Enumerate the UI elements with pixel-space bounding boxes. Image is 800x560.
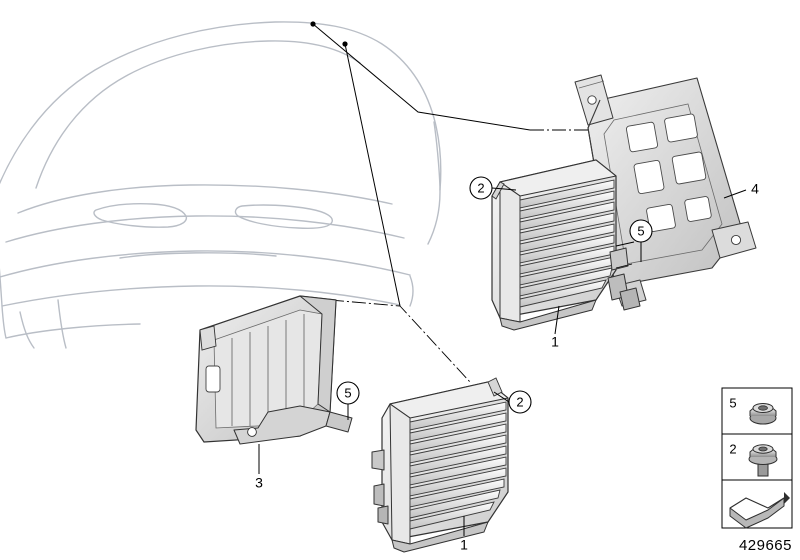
mounting-bracket-lower <box>195 295 353 445</box>
callout-5-lower-label: 5 <box>344 385 351 400</box>
callout-3[interactable]: 3 <box>255 475 263 491</box>
hex-bolt-icon <box>748 444 778 477</box>
battery-charger-module-upper <box>491 159 641 331</box>
mounting-bracket-upper <box>574 74 757 307</box>
legend-row-5-label: 5 <box>729 395 736 410</box>
diagram-part-number: 429665 <box>739 537 792 554</box>
callout-4-label: 4 <box>751 181 759 197</box>
bracket-clip-icon <box>729 492 790 529</box>
callout-1-upper[interactable]: 1 <box>551 334 559 350</box>
callout-5-upper-label: 5 <box>637 223 644 238</box>
axis-line-lower <box>329 299 471 383</box>
hex-nut-icon <box>749 403 777 425</box>
callout-2-lower-label: 2 <box>516 394 523 409</box>
battery-charger-module-lower <box>371 377 509 553</box>
bracket-module-connectors-upper <box>615 241 635 269</box>
hardware-legend-box: 5 2 <box>721 387 793 529</box>
legend-row-2-label: 2 <box>729 441 736 456</box>
callout-5-lower[interactable]: 5 <box>336 381 360 405</box>
callout-3-label: 3 <box>255 475 263 491</box>
callout-2-upper-label: 2 <box>477 180 484 195</box>
callout-1-lower-label: 1 <box>460 537 468 553</box>
callout-4[interactable]: 4 <box>751 181 759 197</box>
leader-lines-to-vehicle <box>310 21 531 307</box>
vehicle-rear-outline <box>0 21 442 349</box>
callout-leaders <box>258 187 747 536</box>
callout-2-upper[interactable]: 2 <box>469 176 493 200</box>
callout-1-upper-label: 1 <box>551 334 559 350</box>
callout-1-lower[interactable]: 1 <box>460 537 468 553</box>
callout-2-lower[interactable]: 2 <box>508 390 532 414</box>
callout-5-upper[interactable]: 5 <box>629 219 653 243</box>
